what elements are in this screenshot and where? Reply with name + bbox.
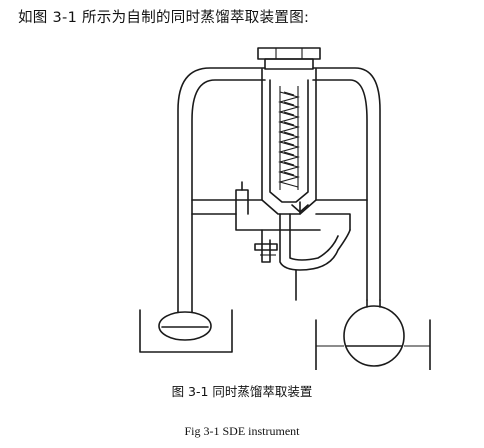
phase-separator (279, 201, 351, 271)
condenser-cap (257, 47, 321, 70)
figure-caption-chinese: 图 3-1 同时蒸馏萃取装置 (171, 384, 313, 399)
intro-text: 如图 3-1 所示为自制的同时蒸馏萃取装置图: (18, 10, 310, 26)
sde-apparatus-figure (0, 30, 484, 370)
condenser-coil (277, 86, 301, 190)
condenser-jacket (261, 68, 317, 215)
left-vapor-arm (177, 67, 266, 313)
figure-caption-english: Fig 3-1 SDE instrument (184, 424, 300, 438)
inner-return-paths (191, 181, 368, 231)
left-flask-bath (139, 309, 233, 353)
right-vapor-arm (312, 67, 381, 301)
right-flask-bath (315, 299, 431, 370)
left-stopcock (254, 229, 278, 263)
